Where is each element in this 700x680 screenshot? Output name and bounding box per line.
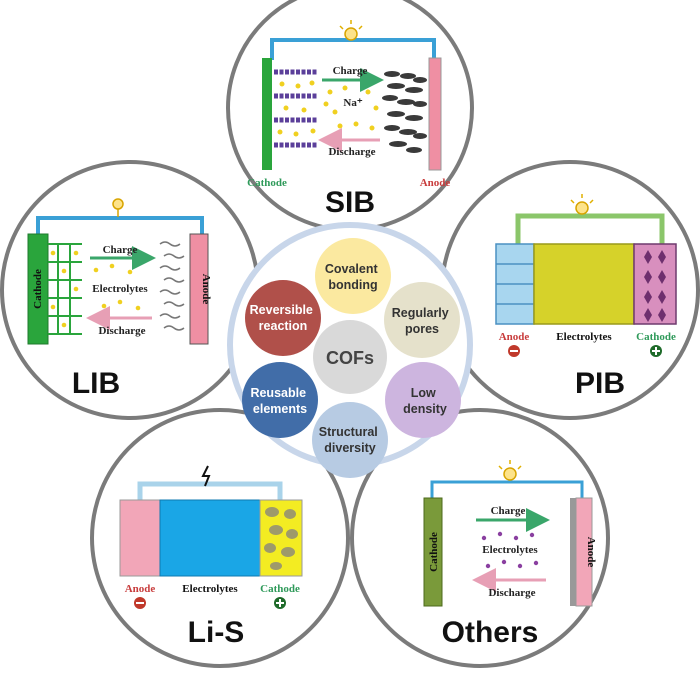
others-circle: [350, 408, 610, 668]
bulb-icon: [570, 194, 594, 215]
sib-anode-electrode: [428, 57, 442, 171]
pib-cathode-label: Cathode: [636, 331, 676, 343]
lib-anode-electrode: [189, 233, 209, 345]
pib-panel: Anode Electrolytes Cathode PIB: [495, 194, 677, 400]
lis-cathode-label: Cathode: [260, 583, 300, 595]
pib-electrolyte-block: [533, 243, 635, 325]
minus-icon: [508, 345, 520, 357]
sib-discharge-label: Discharge: [328, 146, 375, 158]
lib-electrolytes-label: Electrolytes: [92, 283, 148, 295]
others-anode-label: Anode: [585, 537, 597, 568]
bulb-icon: [339, 20, 363, 41]
others-ion-dots: [481, 531, 539, 569]
others-panel: Cathode Anode Charge Electrolytes Discha…: [423, 460, 597, 649]
others-wire: [430, 480, 584, 498]
lib-title: LIB: [72, 367, 120, 400]
others-title: Others: [442, 616, 539, 649]
property-label-low-density: Low density: [403, 386, 447, 416]
lightning-icon: [201, 465, 211, 487]
plus-icon: [650, 345, 662, 357]
others-discharge-label: Discharge: [488, 587, 535, 599]
lib-ion-dots: [50, 250, 141, 328]
others-charge-label: Charge: [491, 505, 526, 517]
cofs-core-label: COFs: [326, 348, 374, 368]
pib-cathode-block: [633, 243, 677, 325]
property-circle-covalent: [315, 238, 391, 314]
bulb-icon: [498, 460, 522, 481]
property-circle-structural-diversity: [312, 402, 388, 478]
lis-cathode-block: [259, 499, 303, 577]
cof-hub: Covalent bonding Regularly pores Low den…: [227, 222, 473, 478]
lis-panel: Anode Electrolytes Cathode Li-S: [119, 465, 303, 649]
lib-panel: Cathode Anode Charge Electrolytes Discha…: [27, 198, 212, 400]
property-circle-reversible-reaction: [245, 280, 321, 356]
lis-anode-label: Anode: [125, 583, 156, 595]
sib-cathode-label: Cathode: [247, 177, 287, 189]
sib-charge-label: Charge: [333, 65, 368, 77]
lib-cathode-electrode: [27, 233, 49, 345]
property-label-regular-pores: Regularly pores: [392, 306, 452, 336]
lis-electrolytes-label: Electrolytes: [182, 583, 238, 595]
pib-anode-label: Anode: [499, 331, 530, 343]
lib-charge-label: Charge: [103, 244, 138, 256]
property-circle-regular-pores: [384, 282, 460, 358]
lib-discharge-label: Discharge: [98, 325, 145, 337]
sib-cathode-electrode: [262, 58, 272, 170]
others-cathode-label: Cathode: [428, 532, 440, 572]
lis-wire: [137, 481, 283, 500]
lib-anode-label: Anode: [200, 274, 212, 305]
pib-electrolytes-label: Electrolytes: [556, 331, 612, 343]
pib-wire: [515, 213, 665, 244]
property-circle-reusable-elements: [242, 362, 318, 438]
lis-electrolyte-block: [159, 499, 261, 577]
lib-anode-graphite: [159, 241, 185, 331]
property-label-covalent: Covalent bonding: [325, 262, 381, 292]
sib-cathode-layers: [274, 69, 318, 148]
others-anode-electrode: [570, 497, 593, 607]
sib-title: SIB: [325, 186, 375, 219]
pib-title: PIB: [575, 367, 625, 400]
property-label-structural-diversity: Structural diversity: [319, 425, 382, 455]
sib-ion-label: Na⁺: [343, 97, 362, 109]
others-electrolytes-label: Electrolytes: [482, 544, 538, 556]
pib-anode-block: [495, 243, 535, 325]
lis-title: Li-S: [188, 616, 245, 649]
lib-cathode-label: Cathode: [32, 269, 44, 309]
bulb-icon: [112, 198, 124, 217]
others-cathode-electrode: [423, 497, 443, 607]
property-label-reversible-reaction: Reversible reaction: [250, 303, 317, 333]
lis-anode-block: [119, 499, 161, 577]
lib-cathode-layers: [48, 243, 82, 335]
cofs-core-circle: [313, 320, 387, 394]
lib-wire: [36, 216, 204, 234]
sib-ion-dots: [323, 85, 379, 131]
sib-anode-carbon: [382, 71, 427, 153]
minus-icon: [134, 597, 146, 609]
plus-icon: [274, 597, 286, 609]
property-label-reusable-elements: Reusable elements: [250, 386, 309, 416]
sib-anode-label: Anode: [420, 177, 451, 189]
sib-panel: Charge Na⁺ Discharge Cathode Anode SIB: [247, 20, 450, 219]
property-circle-low-density: [385, 362, 461, 438]
